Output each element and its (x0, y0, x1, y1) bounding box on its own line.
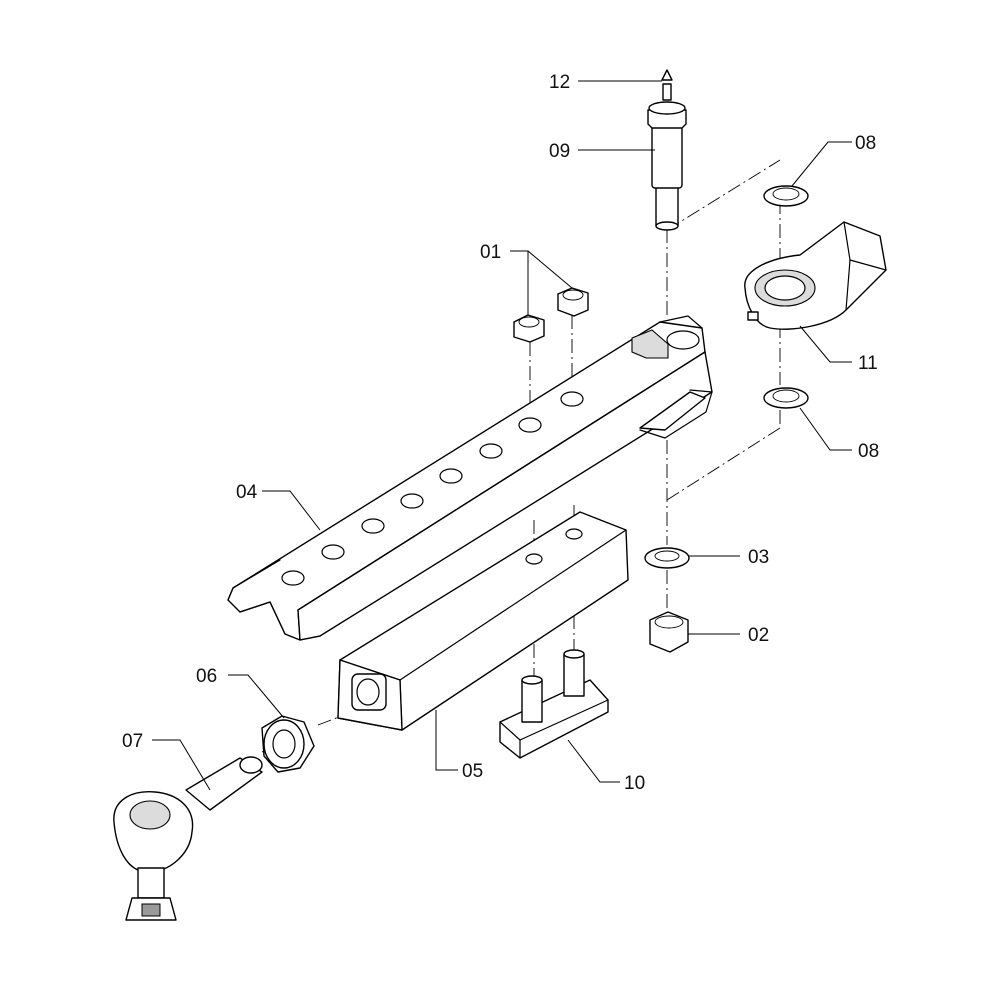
part-06-jam-nut (261, 715, 315, 773)
label-part-12: 12 (549, 72, 570, 93)
part-03-washer (644, 547, 690, 569)
part-09-pin (647, 101, 687, 231)
part-01-nuts (513, 287, 589, 343)
label-part-02: 02 (748, 625, 769, 646)
label-part-08-lower: 08 (858, 441, 879, 462)
label-part-05: 05 (462, 761, 483, 782)
label-part-04: 04 (236, 482, 258, 503)
part-12-grease-nipple (661, 69, 673, 101)
label-part-09: 09 (549, 141, 570, 162)
label-part-06: 06 (196, 666, 217, 687)
leader-lines (152, 80, 852, 791)
part-08-washer-upper (763, 185, 809, 207)
label-part-03: 03 (748, 547, 769, 568)
label-part-10: 10 (624, 773, 645, 794)
label-part-07: 07 (122, 731, 143, 752)
label-part-08-upper: 08 (855, 133, 876, 154)
part-11-rod-end (744, 221, 887, 330)
label-part-11: 11 (858, 353, 878, 374)
label-part-01: 01 (480, 242, 501, 263)
part-07-ball-joint (113, 756, 263, 921)
part-02-nut (649, 611, 689, 653)
part-10-stud-plate (499, 649, 609, 759)
part-labels: 12 09 01 08 11 08 03 02 04 06 07 05 10 (122, 72, 879, 794)
part-04-channel-bar (227, 315, 713, 641)
part-05-square-tube (337, 511, 629, 731)
part-08-washer-lower (763, 387, 809, 409)
